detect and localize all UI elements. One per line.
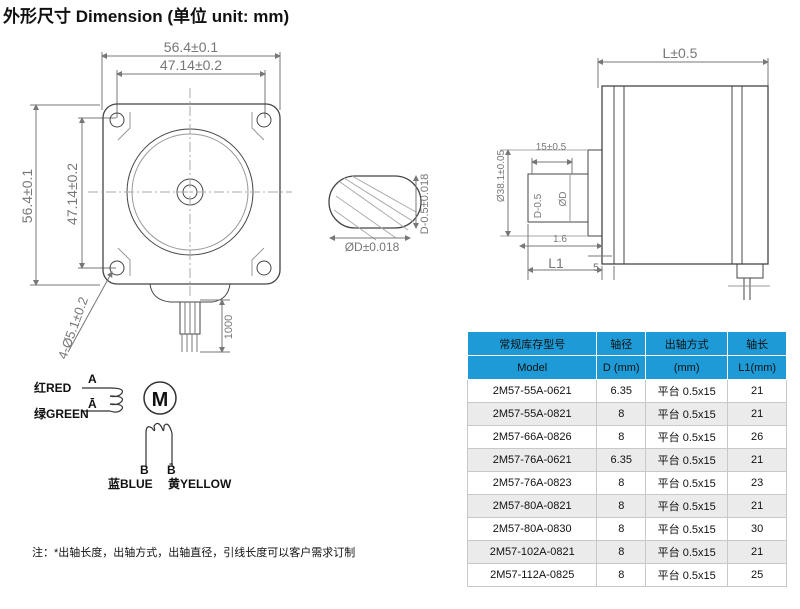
header-model-cn: 常规库存型号 [466, 331, 598, 356]
cell-shaft-length: 23 [727, 471, 787, 495]
cell-model: 2M57-80A-0830 [466, 517, 598, 541]
cell-shaft-length: 21 [727, 448, 787, 472]
cell-model: 2M57-102A-0821 [466, 540, 598, 564]
phase-a-bar-label: Ā [88, 397, 97, 411]
cell-diameter: 8 [596, 425, 647, 449]
phase-a-label: A [88, 372, 97, 386]
cell-shaft-length: 26 [727, 425, 787, 449]
cell-shaft-length: 21 [727, 402, 787, 426]
dim-boss: Ø38.1±0.05 [496, 149, 507, 202]
dim-d-flat: D-0.5 [533, 193, 544, 218]
cell-shaft-length: 25 [727, 563, 787, 587]
cell-diameter: 8 [596, 402, 647, 426]
cell-shaft-type: 平台 0.5x15 [645, 517, 729, 541]
motor-symbol: M [152, 389, 169, 411]
cell-diameter: 8 [596, 517, 647, 541]
model-spec-table: 常规库存型号 轴径 出轴方式 轴长 Model D (mm) (mm) L1(m… [466, 331, 787, 587]
dim-boss-height: 1.6 [553, 234, 567, 245]
wire-blue-label: 蓝BLUE [108, 476, 153, 491]
dim-body-length: L±0.5 [663, 45, 698, 61]
cell-shaft-type: 平台 0.5x15 [645, 402, 729, 426]
dim-hole-pitch-v: 47.14±0.2 [64, 163, 80, 225]
header-shaft-type-en: (mm) [645, 355, 729, 380]
dim-outer-height: 56.4±0.1 [19, 169, 35, 224]
header-shaft-length-cn: 轴长 [727, 331, 787, 356]
cell-diameter: 8 [596, 494, 647, 518]
cell-model: 2M57-76A-0621 [466, 448, 598, 472]
table-header-row: Model D (mm) (mm) L1(mm) [466, 355, 787, 380]
cell-shaft-type: 平台 0.5x15 [645, 540, 729, 564]
wire-green-label: 绿GREEN [34, 406, 89, 421]
header-diameter-cn: 轴径 [596, 331, 647, 356]
cell-shaft-length: 21 [727, 540, 787, 564]
header-model-en: Model [466, 355, 598, 380]
cell-diameter: 6.35 [596, 448, 647, 472]
wire-yellow-label: 黄YELLOW [168, 476, 232, 491]
dim-flange: 5 [593, 262, 599, 274]
header-shaft-length-en: L1(mm) [727, 355, 787, 380]
cell-model: 2M57-55A-0821 [466, 402, 598, 426]
phase-b-label: B [140, 463, 149, 477]
dim-shaft-diameter: ØD±0.018 [345, 240, 400, 254]
cell-shaft-type: 平台 0.5x15 [645, 494, 729, 518]
cell-shaft-type: 平台 0.5x15 [645, 563, 729, 587]
cell-diameter: 8 [596, 471, 647, 495]
cell-shaft-type: 平台 0.5x15 [645, 425, 729, 449]
cell-shaft-length: 21 [727, 494, 787, 518]
header-diameter-en: D (mm) [596, 355, 647, 380]
phase-b-bar-label: B̄ [167, 463, 176, 477]
cell-model: 2M57-76A-0823 [466, 471, 598, 495]
cell-diameter: 8 [596, 540, 647, 564]
cell-shaft-type: 平台 0.5x15 [645, 448, 729, 472]
side-view [500, 58, 770, 300]
dim-holes: 4-Ø5.1±0.2 [55, 295, 91, 361]
cell-model: 2M57-112A-0825 [466, 563, 598, 587]
shaft-section [328, 175, 422, 241]
page-title: 外形尺寸 Dimension (单位 unit: mm) [3, 7, 290, 26]
wiring-diagram [82, 381, 177, 466]
cell-shaft-type: 平台 0.5x15 [645, 471, 729, 495]
customization-note: 注：*出轴长度，出轴方式，出轴直径，引线长度可以客户需求订制 [32, 547, 356, 559]
wire-red-label: 红RED [34, 380, 72, 395]
cell-shaft-length: 21 [727, 379, 787, 403]
cell-shaft-length: 30 [727, 517, 787, 541]
cell-model: 2M57-55A-0621 [466, 379, 598, 403]
front-view [30, 52, 292, 353]
dim-outer-width: 56.4±0.1 [164, 39, 219, 55]
dim-shaft-flat: D-0.5±0.018 [419, 174, 431, 234]
table-header-row: 常规库存型号 轴径 出轴方式 轴长 [466, 331, 787, 356]
cell-shaft-type: 平台 0.5x15 [645, 379, 729, 403]
dim-lead-length: 1000 [223, 315, 235, 339]
cell-diameter: 8 [596, 563, 647, 587]
cell-model: 2M57-66A-0826 [466, 425, 598, 449]
cell-diameter: 6.35 [596, 379, 647, 403]
dim-hole-pitch-h: 47.14±0.2 [160, 57, 222, 73]
header-shaft-type-cn: 出轴方式 [645, 331, 729, 356]
dim-d: ØD [558, 192, 569, 207]
dim-flat-length: 15±0.5 [536, 142, 567, 153]
dim-shaft-length: L1 [548, 255, 564, 271]
cell-model: 2M57-80A-0821 [466, 494, 598, 518]
